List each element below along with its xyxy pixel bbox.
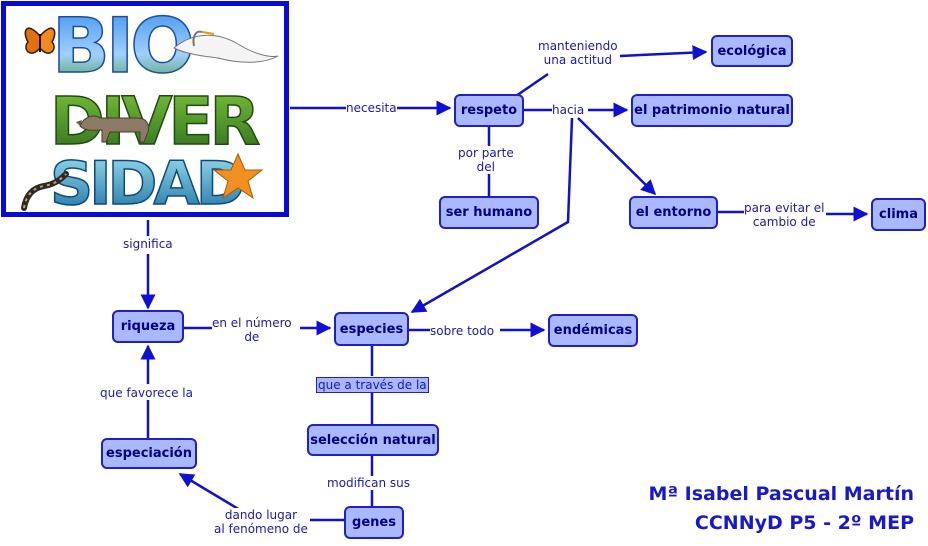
- node-especies[interactable]: especies: [334, 312, 409, 346]
- wolf-icon: [76, 115, 149, 143]
- node-especiacion[interactable]: especiación: [101, 438, 197, 469]
- node-el-entorno[interactable]: el entorno: [629, 196, 718, 229]
- node-ecologica[interactable]: ecológica: [711, 35, 793, 67]
- link-label-en-el-numero: en el número de: [212, 316, 292, 344]
- node-especies-label: especies: [339, 321, 404, 337]
- node-ser-humano[interactable]: ser humano: [439, 196, 539, 229]
- node-seleccion-natural-label: selección natural: [310, 432, 436, 448]
- arrow-to-entorno: [577, 117, 657, 196]
- node-respeto[interactable]: respeto: [454, 94, 524, 127]
- node-riqueza-label: riqueza: [120, 319, 176, 334]
- link-label-sobre-todo: sobre todo: [430, 324, 495, 338]
- node-seleccion-natural[interactable]: selección natural: [307, 424, 439, 456]
- node-genes-label: genes: [352, 515, 396, 530]
- lizard-icon: [21, 171, 69, 211]
- arrow-manteniendo: [515, 72, 549, 98]
- link-label-hacia: hacia: [552, 103, 585, 117]
- node-clima-label: clima: [879, 207, 918, 222]
- link-label-manteniendo: manteniendo una actitud: [538, 39, 618, 67]
- node-ser-humano-label: ser humano: [445, 205, 533, 220]
- author-credit: Mª Isabel Pascual Martín: [648, 483, 914, 505]
- node-ecologica-label: ecológica: [717, 43, 787, 59]
- arrow-to-especiacion: [178, 472, 241, 512]
- link-label-por-parte: por parte del: [458, 146, 514, 174]
- node-endemicas[interactable]: endémicas: [548, 314, 638, 347]
- butterfly-icon: [24, 27, 56, 54]
- link-label-modifican: modifican sus: [327, 476, 411, 490]
- arrow-to-especies: [410, 117, 574, 314]
- node-el-entorno-label: el entorno: [635, 205, 712, 220]
- link-label-significa: significa: [123, 237, 173, 251]
- node-riqueza[interactable]: riqueza: [112, 310, 184, 343]
- node-respeto-label: respeto: [460, 103, 518, 118]
- heron-icon: [173, 30, 279, 63]
- logo-line-sidad: SIDAD: [50, 149, 243, 212]
- node-especiacion-label: especiación: [106, 446, 192, 461]
- node-clima[interactable]: clima: [871, 198, 926, 231]
- starfish-icon: [212, 152, 264, 200]
- link-label-que-favorece: que favorece la: [100, 386, 193, 400]
- node-genes[interactable]: genes: [344, 506, 404, 539]
- biodiversidad-logo: BIO DIVER SIDAD: [1, 1, 289, 217]
- biodiversidad-illustration: BIO DIVER SIDAD: [21, 6, 279, 212]
- node-patrimonio-natural-label: el patrimonio natural: [634, 103, 790, 118]
- link-label-para-evitar: para evitar el cambio de: [744, 201, 825, 229]
- link-label-necesita: necesita: [346, 101, 397, 115]
- course-credit: CCNNyD P5 - 2º MEP: [694, 512, 914, 534]
- node-patrimonio-natural[interactable]: el patrimonio natural: [631, 94, 793, 127]
- link-label-dando-lugar: dando lugar al fenómeno de: [214, 508, 308, 536]
- node-endemicas-label: endémicas: [553, 323, 633, 338]
- arrow-to-ecologica: [619, 45, 708, 61]
- logo-line-bio: BIO: [52, 6, 191, 90]
- link-label-que-a-traves: que a través de la: [316, 377, 429, 393]
